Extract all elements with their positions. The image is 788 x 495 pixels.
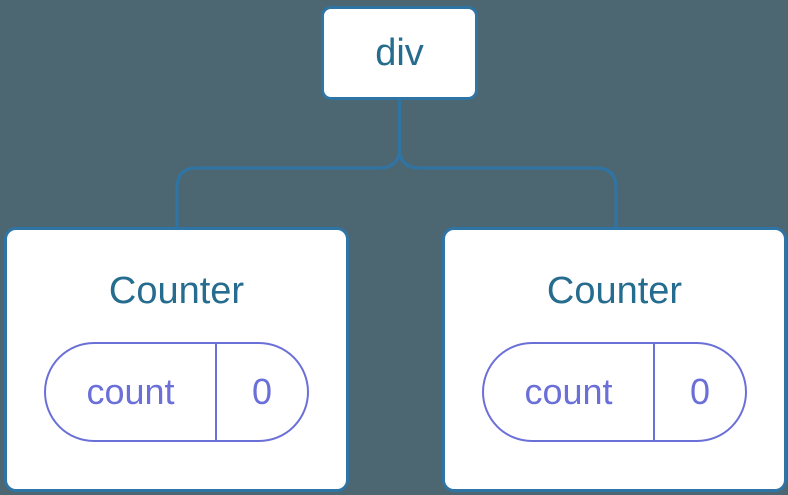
connector-right-branch bbox=[398, 98, 618, 229]
state-value: 0 bbox=[251, 371, 273, 412]
state-key: count bbox=[484, 344, 655, 440]
component-title: Counter bbox=[546, 270, 683, 312]
state-pill: count 0 bbox=[44, 342, 309, 442]
root-node-div: div bbox=[321, 6, 478, 100]
state-key: count bbox=[46, 344, 217, 440]
root-node-label: div bbox=[375, 31, 424, 74]
connector-left-branch bbox=[175, 98, 401, 229]
state-value: 0 bbox=[689, 371, 711, 412]
component-card-counter-left: Counter count 0 bbox=[4, 227, 349, 492]
component-card-counter-right: Counter count 0 bbox=[442, 227, 787, 492]
component-title: Counter bbox=[108, 270, 245, 312]
state-pill: count 0 bbox=[482, 342, 747, 442]
